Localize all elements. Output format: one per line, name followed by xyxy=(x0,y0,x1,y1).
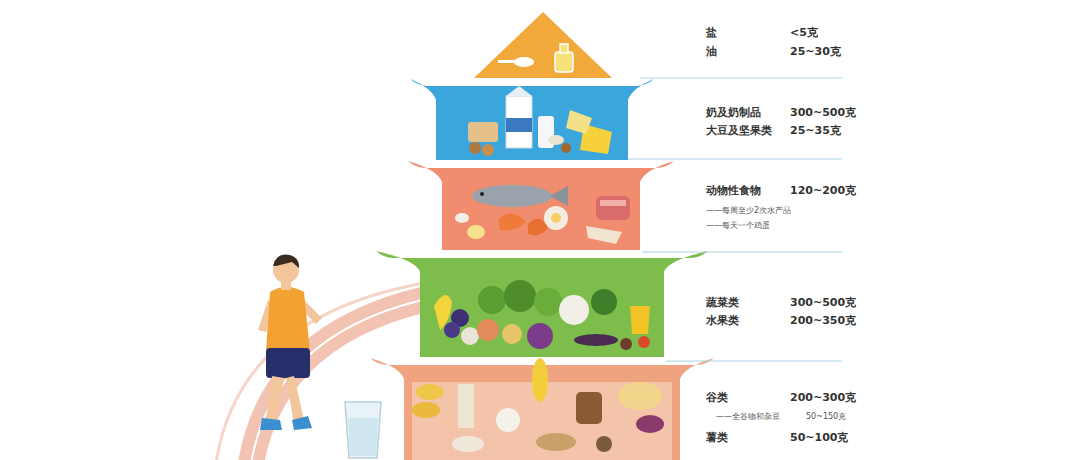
amount-value: 120~200克 xyxy=(790,184,856,197)
amount-value: <5克 xyxy=(790,26,818,39)
pagoda-tier xyxy=(410,79,654,160)
food-name: 蔬菜类 xyxy=(706,296,739,309)
track-line xyxy=(215,282,430,460)
food-name: 盐 xyxy=(706,26,717,39)
food-name: 水果类 xyxy=(706,314,739,327)
amount-value: 200~350克 xyxy=(790,314,856,327)
water-glass xyxy=(345,402,381,458)
grain-tuber-illustration xyxy=(412,358,664,452)
amount-value: 50~100克 xyxy=(790,431,849,444)
food-name: 薯类 xyxy=(706,431,728,444)
amount-value: 300~500克 xyxy=(790,106,856,119)
amount-value: 25~30克 xyxy=(790,45,841,58)
food-name: 大豆及坚果类 xyxy=(706,124,772,137)
pagoda-tier xyxy=(408,161,674,250)
amount-value: 50~150克 xyxy=(806,412,846,422)
animal-food-illustration xyxy=(455,185,630,244)
food-name: 动物性食物 xyxy=(706,184,761,197)
amount-value: 25~35克 xyxy=(790,124,841,137)
amount-value: 200~300克 xyxy=(790,391,856,404)
dairy-illustration xyxy=(468,86,612,156)
salt-oil-tier xyxy=(474,12,612,78)
food-name: 谷类 xyxy=(706,391,728,404)
food-name: 油 xyxy=(706,45,717,58)
note-text: ——全谷物和杂豆 xyxy=(716,412,780,422)
note-text: ——每天一个鸡蛋 xyxy=(706,221,770,231)
pagoda-tier xyxy=(376,251,708,357)
amount-value: 300~500克 xyxy=(790,296,856,309)
food-name: 奶及奶制品 xyxy=(706,106,761,119)
runner-figure xyxy=(258,254,322,430)
vegetable-fruit-illustration xyxy=(434,280,650,350)
note-text: ——每周至少2次水产品 xyxy=(706,206,791,216)
